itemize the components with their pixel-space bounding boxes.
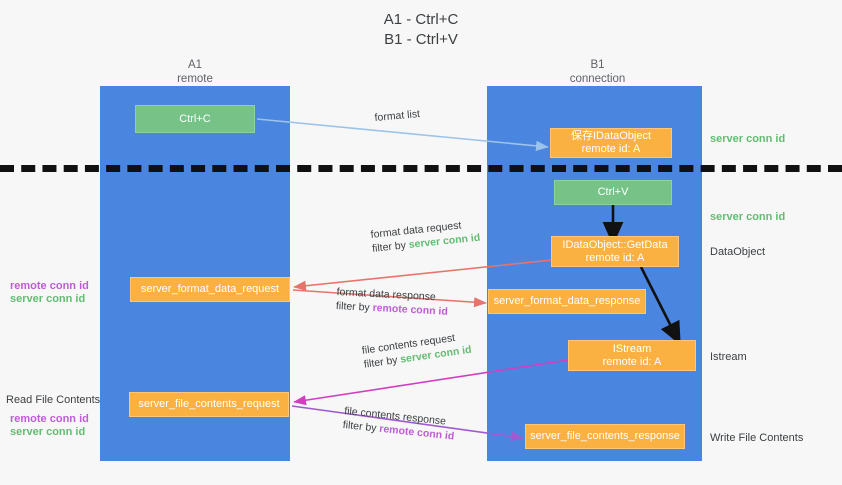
label-right-istream: Istream (710, 351, 747, 363)
node-istream[interactable]: IStream remote id: A (568, 340, 696, 371)
node-idataobject[interactable]: 保存IDataObject remote id: A (550, 128, 672, 158)
title-line-1: A1 - Ctrl+C (383, 11, 459, 28)
label-left-server-conn-id-2: server conn id (10, 426, 86, 438)
node-ctrl-c-label: Ctrl+C (179, 112, 211, 125)
phase-divider (0, 165, 842, 172)
node-ctrl-c[interactable]: Ctrl+C (135, 105, 255, 133)
edge-label-format-data-request: format data request filter by server con… (370, 217, 481, 256)
edge-format-data-response-filter-prefix: filter by (335, 299, 373, 314)
column-header-a1: A1 remote (100, 58, 290, 86)
label-right-dataobject: DataObject (710, 246, 766, 258)
column-a1-name: A1 (187, 59, 203, 71)
node-istream-line1: IStream (612, 342, 652, 355)
node-server-format-data-request[interactable]: server_format_data_request (130, 277, 290, 302)
label-right-server-conn-id-1: server conn id (710, 133, 786, 145)
node-getdata-line2: remote id: A (585, 251, 645, 264)
node-idataobject-line2: remote id: A (581, 143, 641, 155)
column-b1-name: B1 (590, 59, 605, 71)
edge-label-file-contents-response: file contents response filter by remote … (342, 404, 456, 444)
node-istream-line2: remote id: A (602, 355, 662, 368)
node-server-format-data-response[interactable]: server_format_data_response (488, 289, 646, 314)
column-b1-role: connection (569, 73, 626, 85)
node-server-file-contents-response[interactable]: server_file_contents_response (525, 424, 685, 449)
node-server-format-data-request-label: server_format_data_request (140, 283, 280, 295)
label-right-server-conn-id-2: server conn id (710, 211, 786, 223)
title-line-2: B1 - Ctrl+V (384, 31, 458, 48)
edge-label-format-data-response: format data response filter by remote co… (336, 285, 449, 319)
edge-label-format-list-text: format list (374, 108, 421, 124)
edge-file-contents-request-filter-prefix: filter by (363, 353, 402, 371)
edge-label-format-list: format list (374, 107, 421, 125)
label-left-remote-conn-id-1: remote conn id (10, 280, 89, 292)
node-idataobject-line1: 保存IDataObject (570, 130, 652, 142)
edge-format-data-response-filter-key: remote conn id (372, 301, 449, 318)
node-server-file-contents-request[interactable]: server_file_contents_request (129, 392, 289, 417)
node-server-file-contents-response-label: server_file_contents_response (530, 430, 680, 442)
column-a1-role: remote (177, 73, 213, 85)
column-header-b1: B1 connection (490, 58, 705, 86)
node-getdata-line1: IDataObject::GetData (562, 238, 668, 251)
edge-label-file-contents-request: file contents request filter by server c… (361, 329, 472, 372)
node-server-format-data-response-label: server_format_data_response (493, 295, 641, 307)
node-server-file-contents-request-label: server_file_contents_request (138, 398, 280, 410)
node-idataobject-getdata[interactable]: IDataObject::GetData remote id: A (551, 236, 679, 267)
label-right-write-file-contents: Write File Contents (710, 432, 804, 444)
node-ctrl-v[interactable]: Ctrl+V (554, 180, 672, 205)
label-left-server-conn-id-1: server conn id (10, 293, 86, 305)
edge-format-data-request-filter-prefix: filter by (371, 239, 410, 255)
node-ctrl-v-label: Ctrl+V (597, 186, 629, 198)
edge-file-contents-response-filter-prefix: filter by (342, 418, 380, 435)
label-left-read-file-contents: Read File Contents (6, 394, 101, 406)
page-title: A1 - Ctrl+C B1 - Ctrl+V (0, 10, 842, 50)
label-left-remote-conn-id-2: remote conn id (10, 413, 89, 425)
